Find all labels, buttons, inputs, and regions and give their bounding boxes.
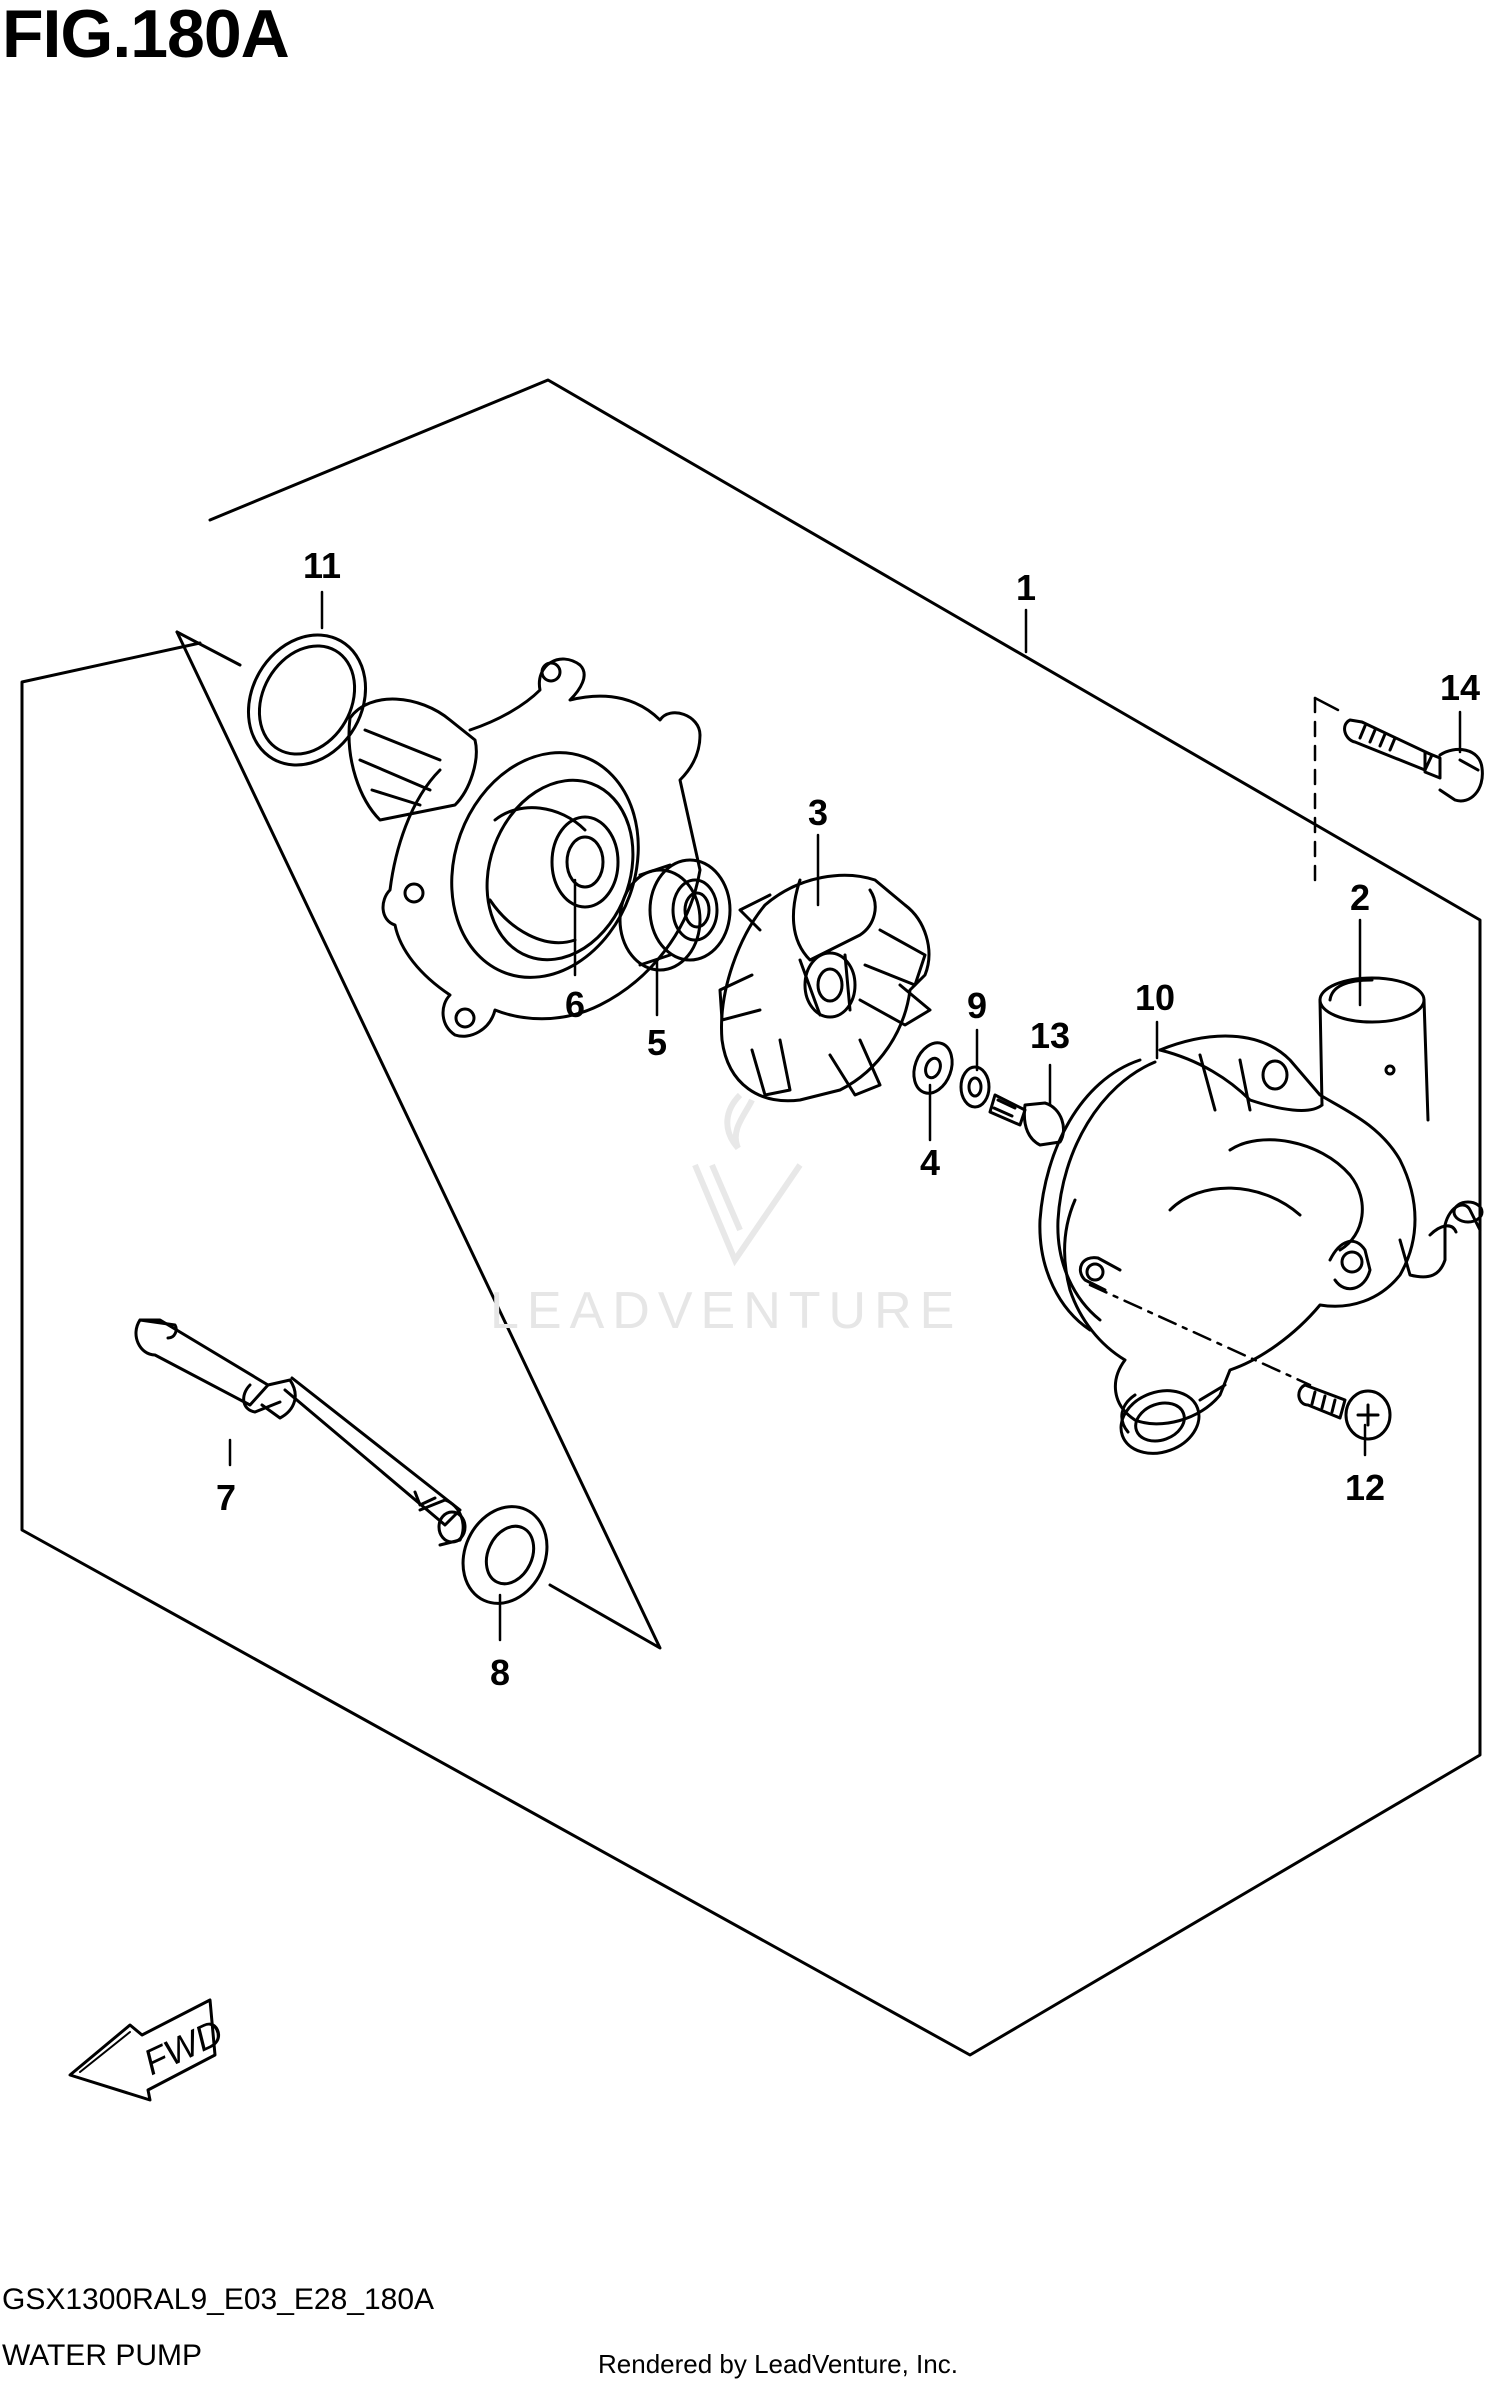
part-11-o-ring [246, 633, 368, 767]
callout-2: 2 [1350, 877, 1370, 918]
part-13-bolt [988, 1093, 1065, 1147]
part-6-pump-cover [347, 657, 702, 1038]
callout-5: 5 [647, 1022, 667, 1063]
callout-11: 11 [303, 545, 341, 586]
part-3-impeller [718, 873, 932, 1103]
callout-12: 12 [1345, 1467, 1385, 1508]
callout-9: 9 [967, 985, 987, 1026]
callout-14: 14 [1440, 667, 1480, 708]
bracket-tick [175, 630, 242, 667]
part-2-pump-body [1063, 976, 1484, 1455]
part-12-screw [1297, 1383, 1392, 1441]
fwd-arrow [68, 1998, 217, 2102]
callout-1: 1 [1016, 567, 1036, 608]
alignment-line-12 [1088, 1283, 1312, 1387]
part-7-pump-shaft [134, 1318, 467, 1547]
bracket-tick-14 [1313, 696, 1340, 712]
callout-3: 3 [808, 792, 828, 833]
model-code: GSX1300RAL9_E03_E28_180A [2, 2283, 435, 2316]
assembly-boundary [20, 378, 1482, 2057]
subassembly-bracket [175, 630, 662, 1650]
part-9-washer [959, 1065, 991, 1109]
part-8-washer [461, 1505, 549, 1605]
leadventure-watermark-logo [692, 1092, 803, 1267]
callout-8: 8 [490, 1652, 510, 1693]
part-4-washer [912, 1041, 954, 1095]
callout-10: 10 [1135, 977, 1175, 1018]
callout-13: 13 [1030, 1015, 1070, 1056]
callout-6: 6 [565, 984, 585, 1025]
section-name: WATER PUMP [2, 2339, 202, 2372]
part-10-housing-gasket [1038, 1058, 1157, 1332]
watermark-text: LEADVENTURE [490, 1282, 962, 1340]
part-5-mechanical-seal [618, 858, 732, 972]
callout-4: 4 [920, 1142, 940, 1183]
callout-7: 7 [216, 1477, 236, 1518]
part-14-flange-bolt [1343, 718, 1484, 803]
figure-title: FIG.180A [2, 0, 290, 72]
render-credit: Rendered by LeadVenture, Inc. [598, 2349, 958, 2379]
